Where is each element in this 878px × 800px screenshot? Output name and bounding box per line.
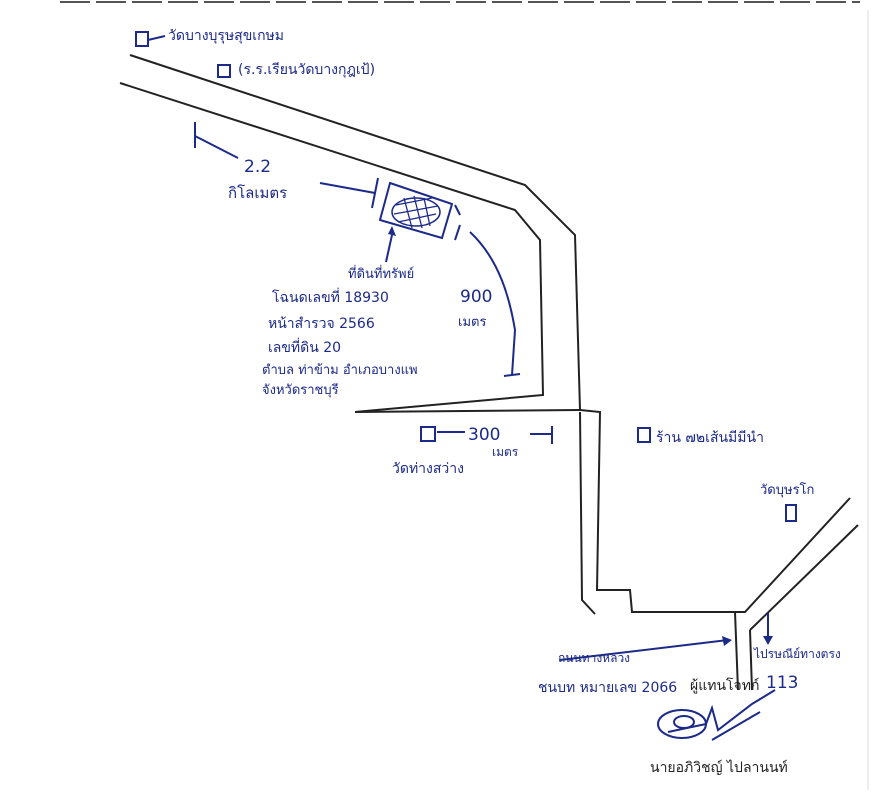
shop-marker [637, 427, 651, 443]
landmark-bottom-left: วัดท่างสว่าง [392, 461, 464, 477]
temple-marker-1 [135, 31, 149, 47]
property-label: ที่ดินที่ทรัพย์ [348, 265, 414, 282]
landmark-temple-1: วัดบางบุรุษสุขเกษม [168, 28, 284, 44]
right-road-2 [749, 524, 859, 631]
school-marker [217, 64, 231, 78]
lower-road [579, 411, 596, 615]
right-road-1 [735, 497, 851, 613]
property-arrow [385, 234, 393, 263]
landmark-school: (ร.ร.เรียนวัดบางกุฎเป้) [238, 62, 375, 78]
distance-2-2-unit: กิโลเมตร [228, 184, 287, 202]
temple-right-marker [785, 504, 797, 522]
distance-900-unit: เมตร [458, 315, 486, 330]
road-label-2: ชนบท หมายเลข 2066 [538, 680, 677, 696]
property-deed: โฉนดเลขที่ 18930 [272, 288, 389, 306]
road-label-right: ไปรษณีย์ทางตรง [753, 647, 841, 661]
right-road-3 [734, 611, 739, 691]
signature-number: 113 [766, 673, 798, 693]
property-parcel-no: เลขที่ดิน 20 [268, 338, 341, 356]
landmark-temple-right: วัดบุษรโก [760, 482, 814, 498]
distance-300-value: 300 [468, 425, 500, 445]
main-road-lower [119, 82, 545, 413]
distance-300-unit: เมตร [492, 445, 519, 459]
main-road-arrow [559, 639, 729, 661]
property-parcel [378, 181, 454, 240]
road-label-1: ถนนทางหลวง [558, 651, 630, 665]
right-road-4 [749, 629, 753, 691]
role-label: ผู้แทนโจทก์ [690, 677, 759, 694]
property-location-1: ตำบล ท่าข้าม อำเภอบางแพ [262, 363, 418, 378]
marker-300 [420, 426, 436, 442]
property-details: โฉนดเลขที่ 18930 หน้าสำรวจ 2566 เลขที่ดิ… [262, 288, 418, 398]
property-location-2: จังหวัดราชบุรี [262, 382, 339, 398]
distance-900-value: 900 [460, 287, 492, 307]
signer-name: นายอภิวิชญ์ ไปลานนท์ [650, 759, 788, 776]
signature-mark [657, 689, 776, 741]
main-road-upper [129, 54, 735, 613]
side-road [354, 409, 581, 413]
distance-2-2-value: 2.2 [244, 157, 271, 177]
property-page: หน้าสำรวจ 2566 [268, 316, 375, 332]
distance-900-line [469, 231, 517, 376]
landmark-shop: ร้าน ๗๒เส้นมีมีนำ [656, 430, 764, 446]
distance-300: 300 เมตร [420, 425, 553, 459]
